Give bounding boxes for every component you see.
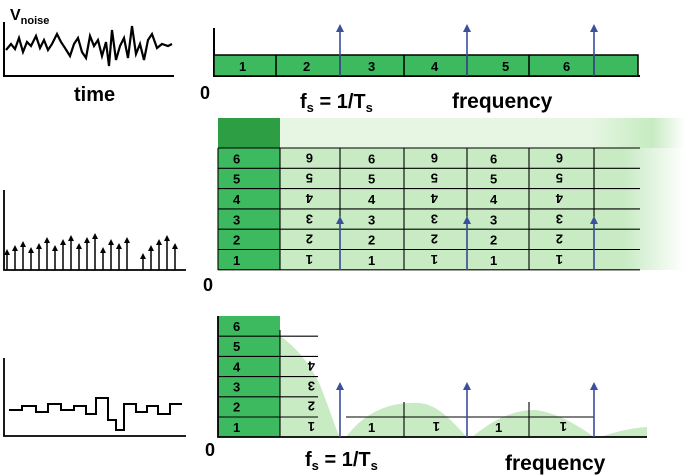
mirrored-label: 3 <box>431 211 438 226</box>
band-label: 3 <box>490 212 497 227</box>
band-label: 1 <box>490 253 497 268</box>
sinc-spectrum: 1 2 3 4 5 6 2 3 4 1 1 1 1 1 0 fs = 1/Ts frequency <box>205 316 647 475</box>
mirrored-label: 4 <box>555 191 563 206</box>
held-axes <box>3 358 186 437</box>
mirrored-label: 4 <box>307 358 315 373</box>
fs-equation: fs = 1/Ts <box>305 449 378 473</box>
row-label: 5 <box>233 339 240 354</box>
time-label: time <box>74 84 115 106</box>
mirrored-label: 5 <box>556 171 563 186</box>
band-label: 2 <box>368 233 375 248</box>
band-label: 4 <box>490 192 498 207</box>
sampled-axes <box>3 190 186 271</box>
origin-label: 0 <box>203 275 213 295</box>
row-label: 1 <box>233 420 240 435</box>
sampling-arrows <box>336 216 598 270</box>
mirrored-label: 2 <box>556 232 563 247</box>
mirrored-label: 3 <box>556 211 563 226</box>
sampled-time-plot <box>3 190 186 271</box>
row-label: 6 <box>233 151 240 166</box>
origin-label: 0 <box>205 440 215 460</box>
spectrum-axes <box>217 316 647 438</box>
time-axes <box>3 22 174 77</box>
band-label: 3 <box>368 59 375 74</box>
band-label: 4 <box>431 59 439 74</box>
row-label: 3 <box>233 380 240 395</box>
held-time-plot <box>3 358 186 437</box>
band-label: 1 <box>368 253 375 268</box>
mirrored-label: 6 <box>556 150 563 165</box>
band-label: 2 <box>303 59 310 74</box>
band-label: 3 <box>368 212 375 227</box>
mirrored-label: 4 <box>305 191 313 206</box>
band-label: 5 <box>368 172 375 187</box>
band-label: 1 <box>495 420 502 435</box>
spectrum-bands: 1 2 3 4 5 6 0 fs = 1/Ts frequency <box>200 24 640 115</box>
mirrored-label: 5 <box>306 171 313 186</box>
band-label: 2 <box>490 233 497 248</box>
row-label: 3 <box>233 212 240 227</box>
band-label: 6 <box>490 151 497 166</box>
band-label: 4 <box>368 192 376 207</box>
svg-text:Vnoise: Vnoise <box>10 7 49 27</box>
band-label: 6 <box>563 59 570 74</box>
mirrored-label: 1 <box>308 419 315 434</box>
mirrored-label: 6 <box>431 150 438 165</box>
band-label: 5 <box>490 172 497 187</box>
mirrored-label: 1 <box>556 252 563 267</box>
row-label: 4 <box>233 359 241 374</box>
mirrored-label: 2 <box>308 399 315 414</box>
mirrored-label: 3 <box>308 379 315 394</box>
row-label: 1 <box>233 253 240 268</box>
staircase-waveform <box>9 397 182 431</box>
mirrored-label: 2 <box>431 232 438 247</box>
band-label: 1 <box>239 59 246 74</box>
noise-waveform <box>5 25 173 67</box>
sampling-arrows <box>336 382 598 437</box>
origin-label: 0 <box>200 83 210 103</box>
row-label: 4 <box>233 192 241 207</box>
aliased-grid: 1 1 1 1 1 1 2 2 2 2 2 2 3 3 3 3 3 3 4 4 4 4 4 4 5 5 5 5 5 5 6 6 6 6 6 6 0 <box>203 118 685 295</box>
mirrored-label: 6 <box>306 150 313 165</box>
mirrored-label: 2 <box>306 232 313 247</box>
mirrored-label: 3 <box>306 211 313 226</box>
sinc-fill <box>218 316 647 437</box>
mirrored-label: 4 <box>430 191 438 206</box>
frequency-label: frequency <box>505 452 606 475</box>
mirrored-label: 1 <box>431 252 438 267</box>
row-label: 5 <box>233 172 240 187</box>
fs-equation: fs = 1/Ts <box>300 91 373 115</box>
row-label: 2 <box>233 233 240 248</box>
sampling-arrows <box>336 24 598 76</box>
noise-time-plot: Vnoise time <box>3 7 174 106</box>
mirrored-label: 5 <box>431 171 438 186</box>
row-label: 6 <box>233 319 240 334</box>
band-label: 6 <box>368 151 375 166</box>
mirrored-label: 1 <box>560 419 567 434</box>
frequency-label: frequency <box>452 90 553 113</box>
mirrored-label: 1 <box>306 252 313 267</box>
band-label: 5 <box>502 59 509 74</box>
mirrored-label: 1 <box>433 419 440 434</box>
band-label: 1 <box>368 420 375 435</box>
row-label: 2 <box>233 400 240 415</box>
